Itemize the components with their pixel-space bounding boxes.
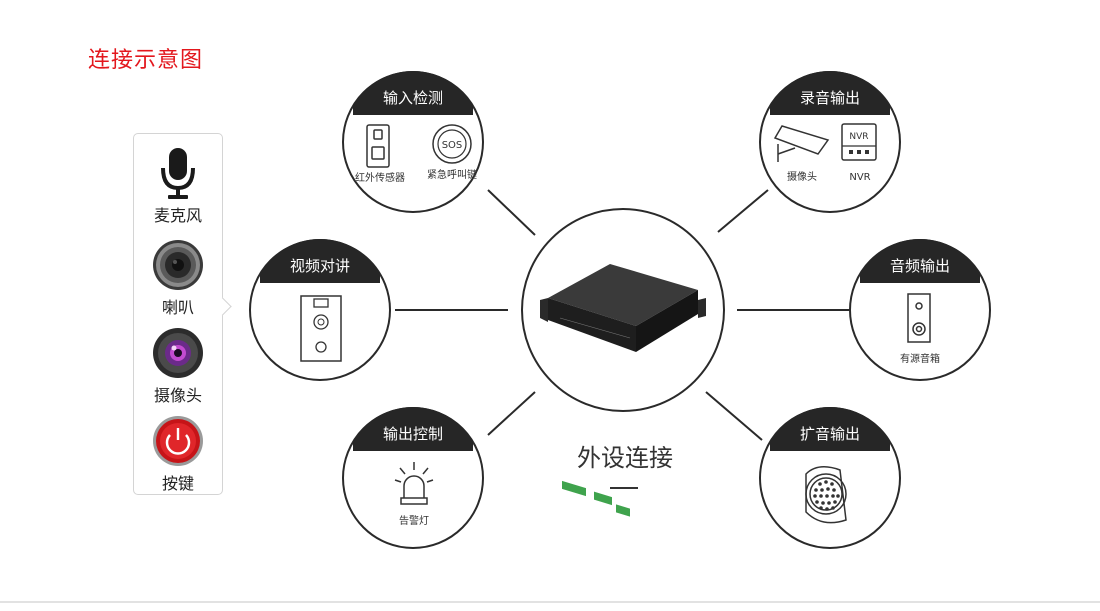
node-video-talk: 视频对讲 bbox=[249, 239, 391, 381]
connector-input-detect bbox=[487, 189, 536, 236]
speaker-icon bbox=[153, 240, 203, 290]
cctv-camera-icon bbox=[773, 125, 830, 162]
connector-output-control bbox=[487, 391, 536, 436]
device-image bbox=[540, 264, 706, 517]
side-item-label: 摄像头 bbox=[153, 386, 202, 405]
caption-active-speaker: 有源音箱 bbox=[900, 352, 940, 365]
alarm-light-icon bbox=[394, 462, 434, 505]
caption-infrared: 红外传感器 bbox=[355, 171, 405, 184]
camera-lens-icon bbox=[153, 328, 203, 378]
side-item-label: 按键 bbox=[161, 474, 194, 493]
center-label-underline bbox=[610, 487, 638, 489]
connector-lines bbox=[395, 189, 850, 441]
caption-alarm-light: 告警灯 bbox=[399, 514, 429, 527]
terminal-block bbox=[594, 491, 612, 506]
node-input-detect: 输入检测 SOS 红外传感器 紧急呼叫键 bbox=[342, 71, 484, 213]
intercom-panel-icon bbox=[300, 295, 342, 362]
terminal-block bbox=[616, 504, 630, 517]
sos-button-icon: SOS bbox=[432, 124, 472, 164]
infrared-sensor-icon bbox=[366, 124, 390, 168]
node-title: 输出控制 bbox=[383, 425, 443, 443]
caption-camera: 摄像头 bbox=[787, 170, 817, 183]
node-audio-output: 音频输出 有源音箱 bbox=[849, 239, 991, 381]
nvr-device-text: NVR bbox=[849, 132, 868, 142]
connector-pa-output bbox=[705, 391, 763, 441]
active-speaker-icon bbox=[907, 293, 931, 343]
microphone-icon bbox=[161, 148, 195, 199]
side-item-microphone: 麦克风 bbox=[134, 146, 222, 226]
caption-nvr: NVR bbox=[849, 172, 870, 183]
node-pa-output: 扩音输出 bbox=[759, 407, 901, 549]
node-title: 输入检测 bbox=[383, 89, 443, 107]
side-item-label: 麦克风 bbox=[153, 206, 202, 225]
terminal-block bbox=[562, 480, 586, 497]
node-output-control: 输出控制 告警灯 bbox=[342, 407, 484, 549]
node-title: 视频对讲 bbox=[290, 257, 350, 275]
caption-sos: 紧急呼叫键 bbox=[427, 168, 477, 181]
side-item-button: 按键 bbox=[134, 414, 222, 494]
sos-label: SOS bbox=[442, 140, 463, 151]
side-item-speaker: 喇叭 bbox=[134, 238, 222, 318]
nvr-recorder-icon: NVR bbox=[841, 123, 877, 161]
node-record-output: 录音输出 NVR 摄像头 NVR bbox=[759, 71, 901, 213]
peripheral-panel: 麦克风 喇叭 摄像头 按键 bbox=[133, 133, 232, 495]
connector-record-output bbox=[717, 189, 769, 233]
side-item-label: 喇叭 bbox=[161, 298, 194, 317]
page-title: 连接示意图 bbox=[88, 48, 204, 73]
center-device-node bbox=[521, 208, 725, 517]
node-title: 录音输出 bbox=[800, 89, 860, 107]
horn-grille bbox=[813, 480, 840, 511]
node-title: 扩音输出 bbox=[800, 425, 860, 443]
side-item-camera: 摄像头 bbox=[134, 326, 222, 406]
node-title: 音频输出 bbox=[890, 257, 950, 275]
center-label: 外设连接 bbox=[577, 444, 673, 472]
bottom-divider bbox=[0, 601, 1100, 603]
power-button-icon bbox=[153, 416, 203, 466]
